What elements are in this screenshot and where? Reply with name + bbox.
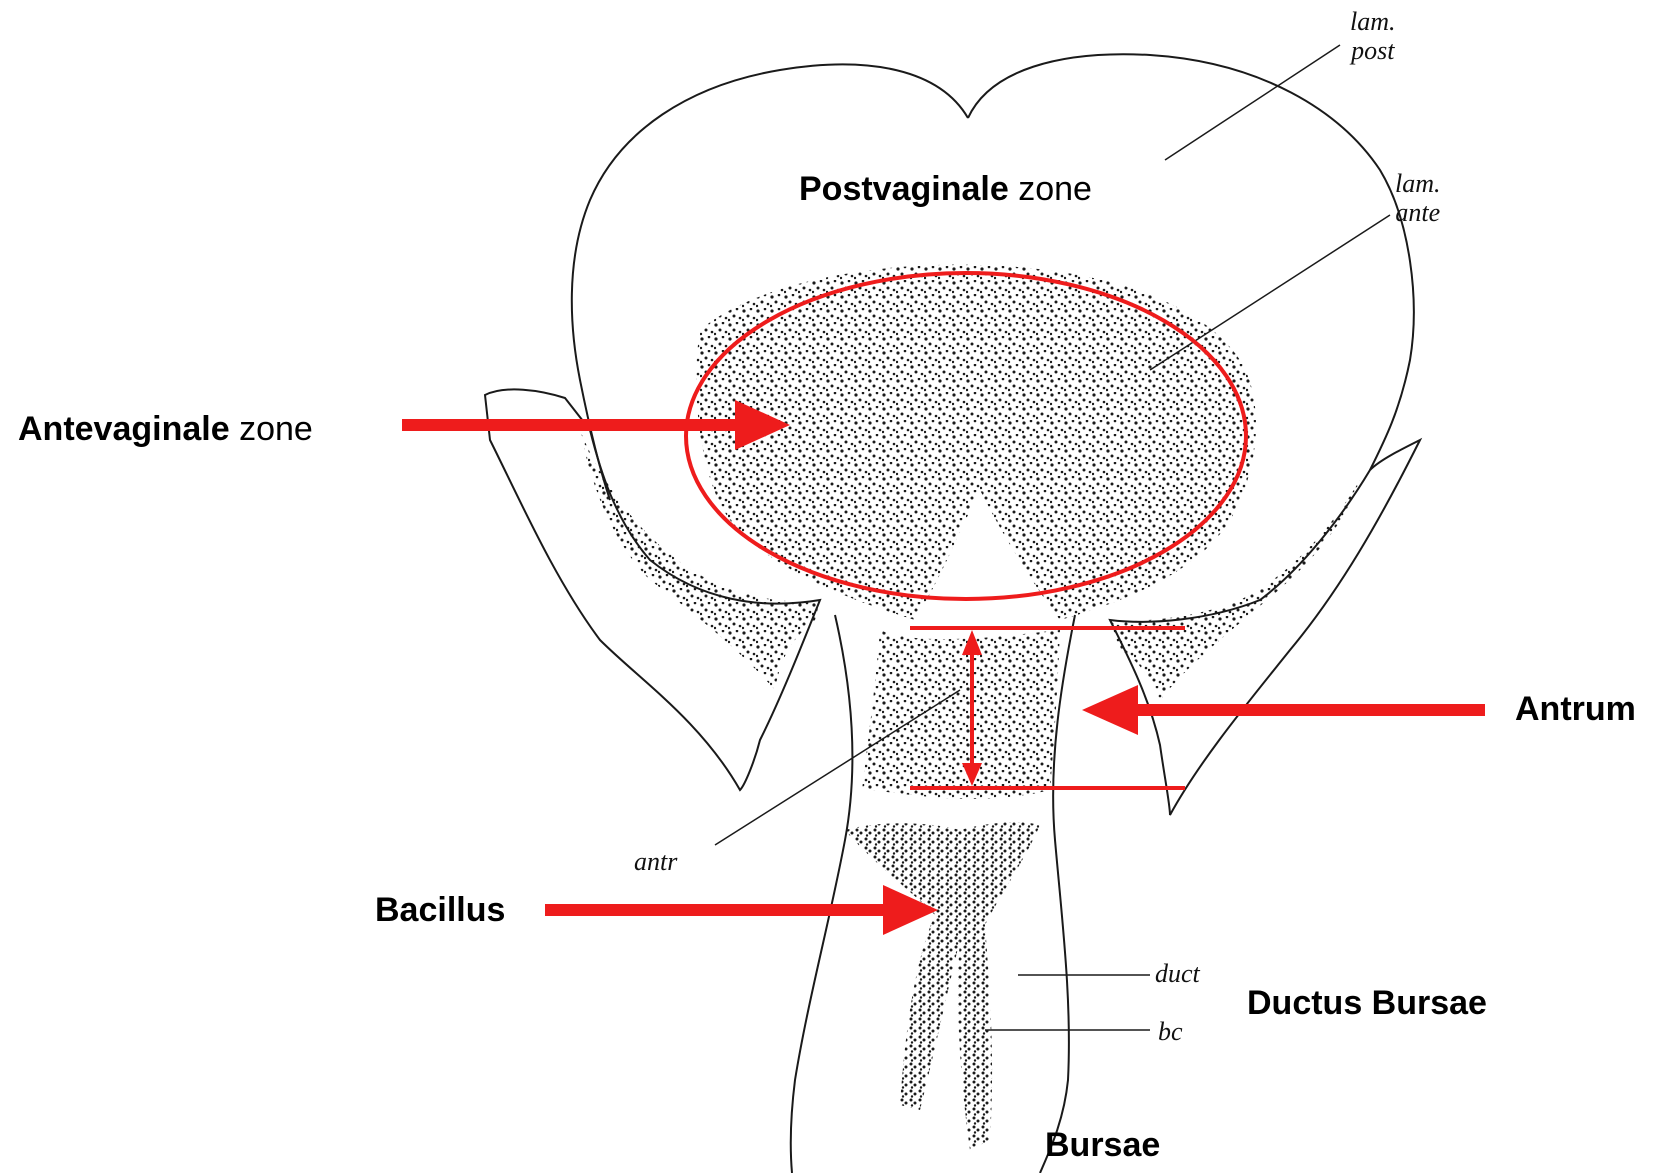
antr-annotation: antr (634, 848, 677, 877)
postvaginale-label-rest: zone (1009, 170, 1092, 208)
ductus-left-wall (791, 615, 853, 1173)
antrum-body-stipple (862, 630, 1060, 799)
leader-lam-post (1165, 45, 1340, 160)
postvaginale-zone-label: Postvaginale zone (799, 172, 1092, 206)
lam-post-annotation: lam. post (1350, 8, 1396, 65)
antrum-label-text: Antrum (1515, 690, 1636, 728)
antevaginale-label-bold: Antevaginale (18, 410, 230, 448)
lam-ante-annotation: lam. ante (1395, 170, 1441, 227)
ductus-bursae-label: Ductus Bursae (1247, 986, 1487, 1020)
bursae-label: Bursae (1045, 1128, 1160, 1162)
antevaginale-zone-label: Antevaginale zone (18, 412, 313, 446)
antrum-arrow (1082, 685, 1485, 735)
lam-post-line2: post (1350, 37, 1396, 66)
bacillus-label-text: Bacillus (375, 891, 505, 929)
bacillus-arrow (545, 885, 938, 935)
bursae-label-text: Bursae (1045, 1126, 1160, 1164)
antrum-label: Antrum (1515, 692, 1636, 726)
lam-ante-line1: lam. (1395, 170, 1441, 199)
duct-annotation: duct (1155, 960, 1200, 989)
lamella-antevaginalis-stipple (696, 265, 1256, 620)
lam-post-line1: lam. (1350, 8, 1396, 37)
postvaginale-label-bold: Postvaginale (799, 170, 1009, 208)
leader-lam-ante (1150, 215, 1390, 370)
bacillus-label: Bacillus (375, 893, 505, 927)
antevaginale-label-rest: zone (230, 410, 313, 448)
bacillus-stipple (845, 822, 1040, 1150)
ductus-bursae-label-text: Ductus Bursae (1247, 984, 1487, 1022)
bc-annotation: bc (1158, 1018, 1183, 1047)
lam-ante-line2: ante (1395, 199, 1441, 228)
